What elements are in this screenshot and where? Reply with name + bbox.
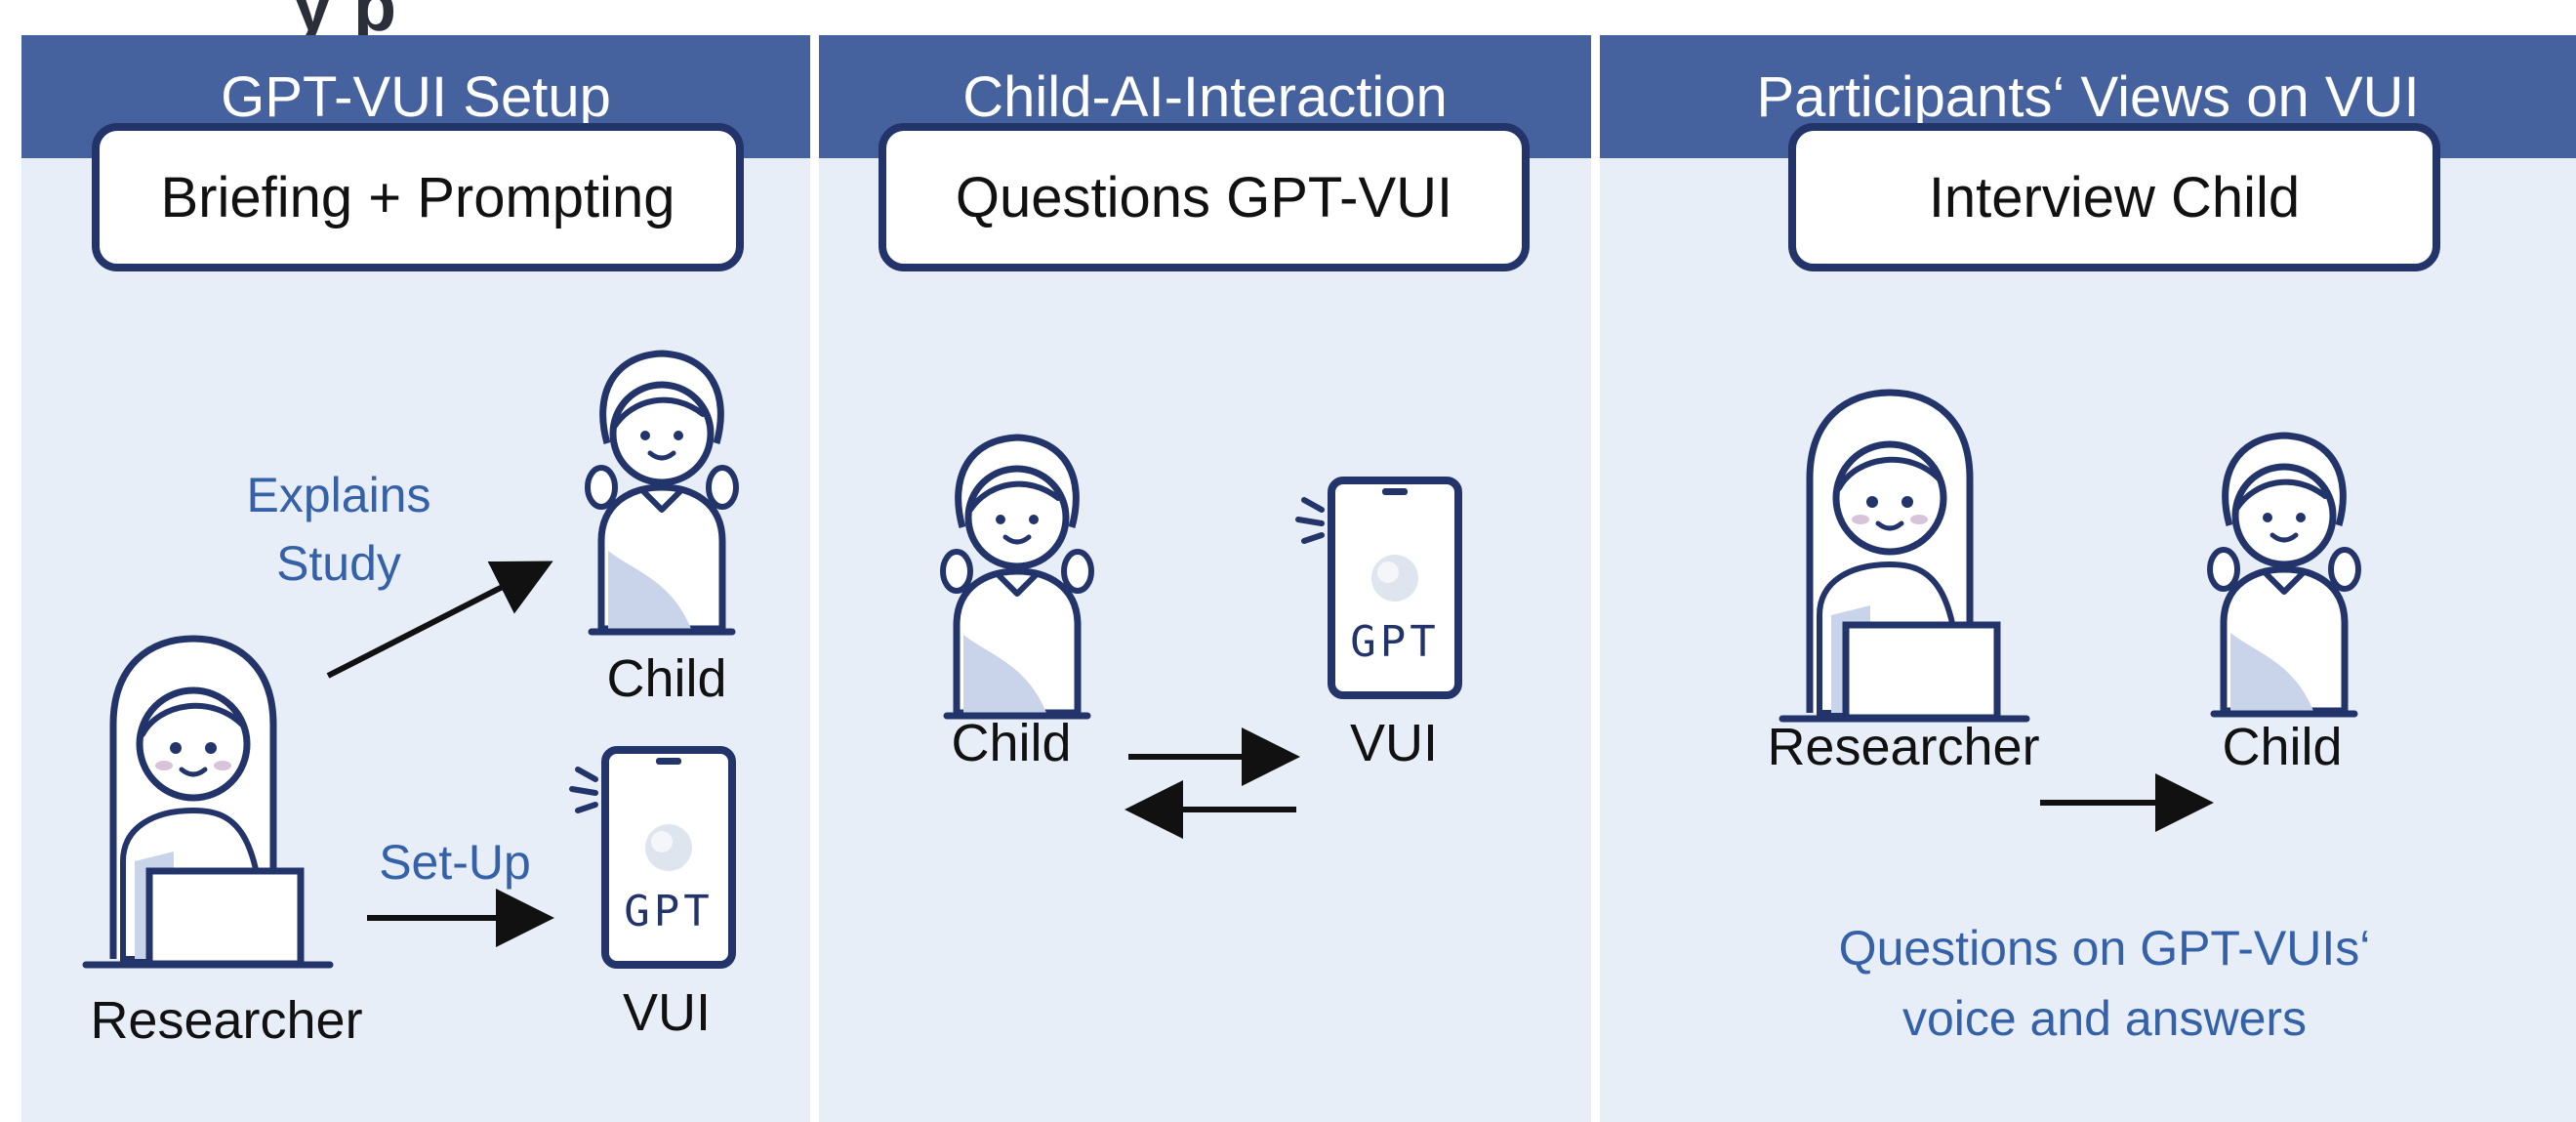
vui-label: VUI <box>1349 714 1439 772</box>
step-briefing-prompting: Briefing + Prompting <box>92 123 744 271</box>
step-questions-gpt-vui: Questions GPT-VUI <box>879 123 1530 271</box>
researcher-label: Researcher <box>90 991 363 1050</box>
setup-label: Set-Up <box>379 835 531 890</box>
vui-label: VUI <box>622 983 712 1042</box>
interview-note-line2: voice and answers <box>1901 991 2308 1046</box>
interview-note-line1: Questions on GPT-VUIs‘ <box>1838 921 2371 976</box>
researcher-label: Researcher <box>1767 718 2040 776</box>
explains-study-label: Explains Study <box>246 468 431 591</box>
child-label: Child <box>951 714 1072 772</box>
child-label: Child <box>606 649 727 708</box>
step-interview-child: Interview Child <box>1788 123 2440 271</box>
phone-gpt-text: GPT <box>624 887 714 936</box>
child-label: Child <box>2222 718 2343 776</box>
phone-gpt-text: GPT <box>1350 617 1440 667</box>
